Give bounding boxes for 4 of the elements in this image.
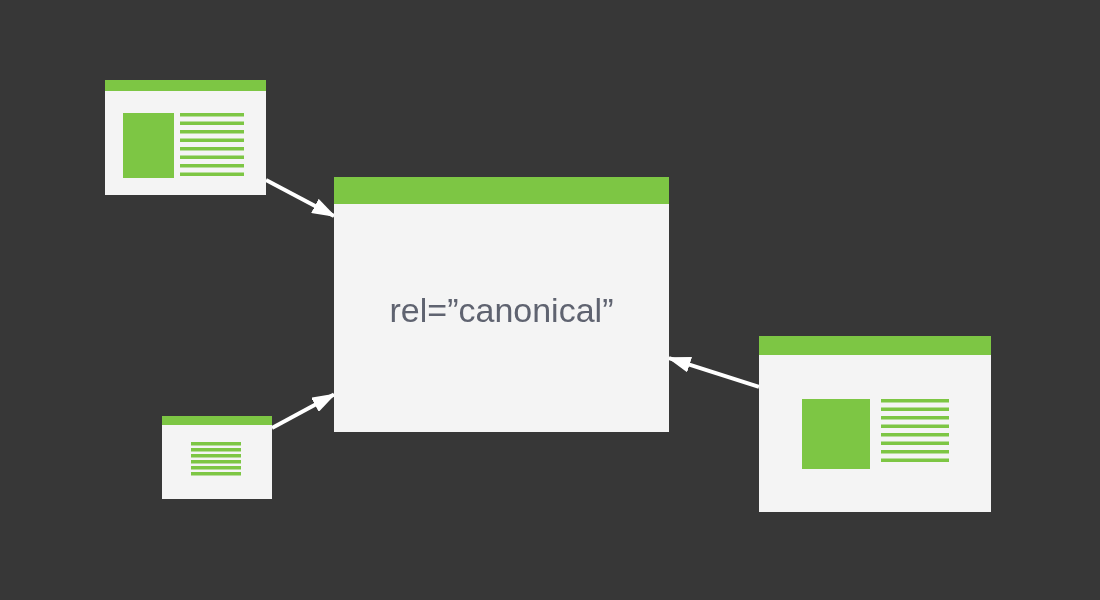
arrow <box>265 178 336 218</box>
page-window <box>334 177 669 432</box>
arrow <box>271 392 336 430</box>
code-text: rel=”canonical” <box>389 289 614 331</box>
